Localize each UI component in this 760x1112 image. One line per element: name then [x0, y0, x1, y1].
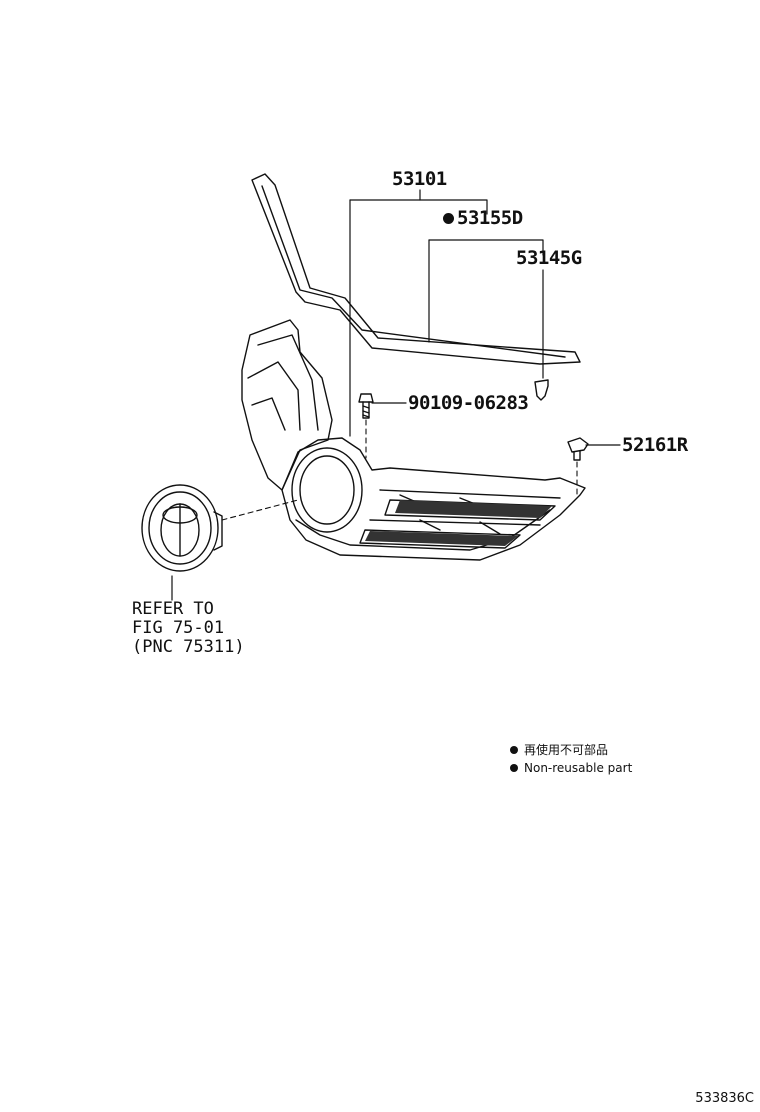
upper-molding-strip	[251, 173, 581, 365]
clip-52161r	[567, 437, 589, 461]
legend-row-japanese: 再使用不可部品	[510, 741, 632, 759]
part-number-52161r: 52161R	[622, 434, 688, 456]
illustration-code: 533836C	[695, 1091, 754, 1106]
legend-english-text: Non-reusable part	[524, 761, 633, 775]
bullet-dot-icon	[510, 764, 518, 772]
bolt-90109-06283	[358, 393, 374, 419]
leader-lines	[171, 189, 621, 601]
bullet-dot-icon	[510, 746, 518, 754]
grille-slat-shading	[365, 500, 552, 546]
reference-line-1: REFER TO	[132, 599, 214, 619]
part-number-90109-06283: 90109-06283	[408, 392, 529, 414]
reference-line-2: FIG 75-01	[132, 618, 225, 638]
part-number-53101: 53101	[392, 168, 447, 190]
non-reusable-dot-icon	[443, 213, 454, 224]
assembly-dashed-lines	[221, 419, 578, 521]
part-number-53155d: 53155D	[443, 207, 523, 229]
clip-53145g	[534, 379, 549, 401]
emblem	[141, 484, 223, 572]
radiator-grille-body	[241, 319, 586, 561]
legend: 再使用不可部品 Non-reusable part	[510, 741, 632, 777]
reference-line-3: (PNC 75311)	[132, 637, 245, 657]
part-number-53145g: 53145G	[516, 247, 582, 269]
legend-japanese-text: 再使用不可部品	[524, 743, 609, 757]
legend-row-english: Non-reusable part	[510, 759, 632, 777]
emblem-reference-note: REFER TO FIG 75-01 (PNC 75311)	[132, 600, 245, 657]
part-number-53155d-label: 53155D	[457, 207, 523, 229]
